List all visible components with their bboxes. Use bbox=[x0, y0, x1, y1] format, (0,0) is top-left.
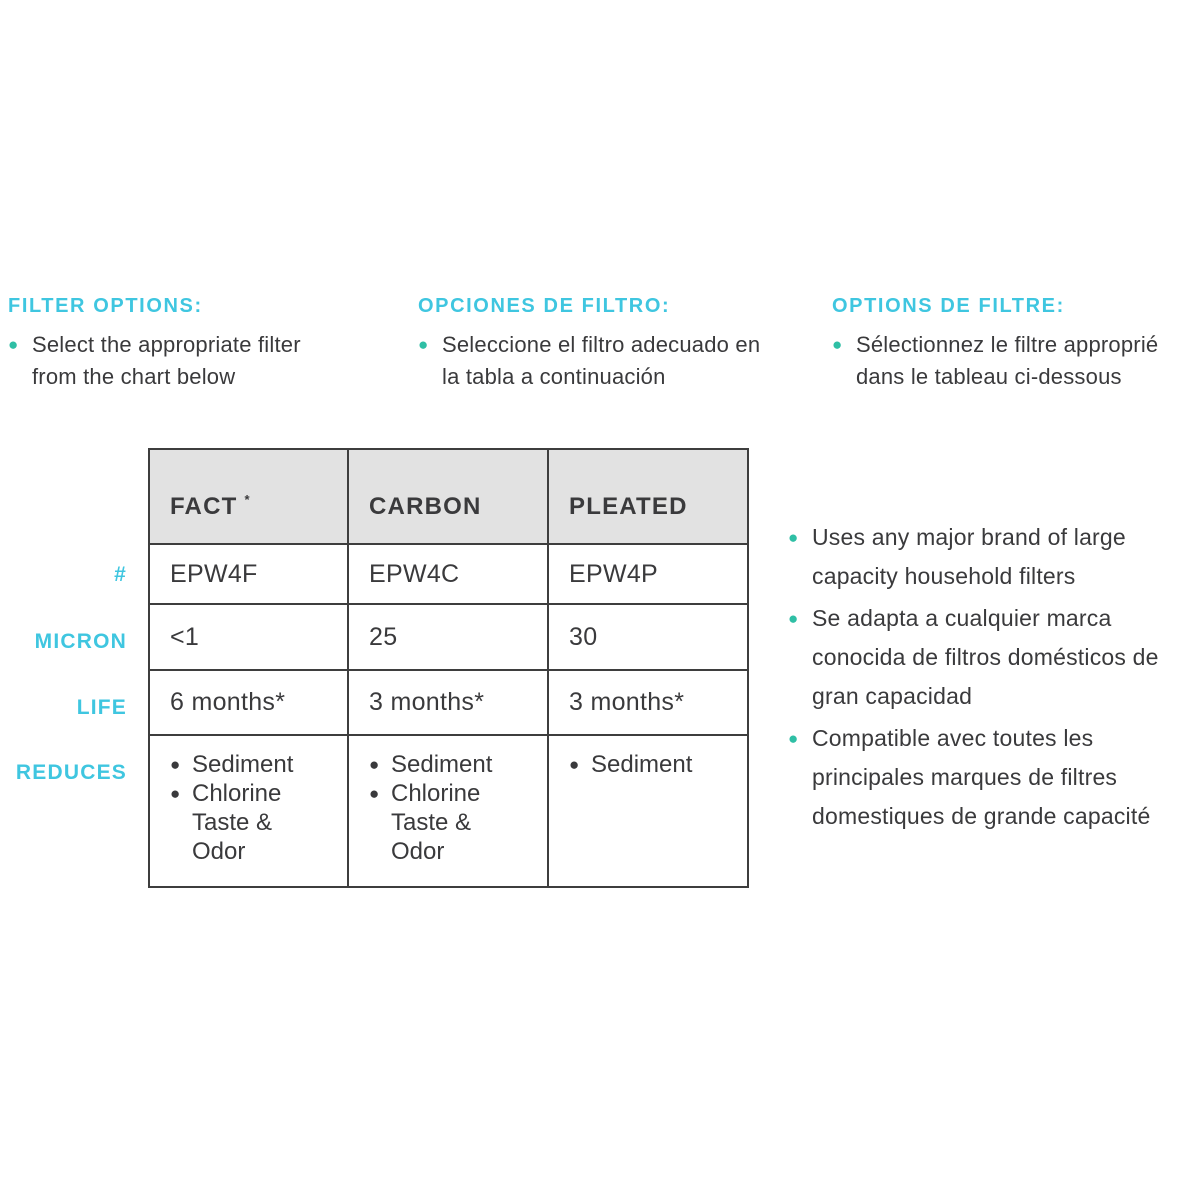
row-label-life: LIFE bbox=[76, 696, 127, 719]
reduces-list-item: ● Sediment bbox=[170, 750, 347, 779]
cell-number-carbon: EPW4C bbox=[347, 543, 547, 603]
note-text: Se adapta a cualquier marca conocida de … bbox=[812, 605, 1159, 709]
compatibility-notes: ● Uses any major brand of large capacity… bbox=[788, 518, 1168, 839]
section-spanish: OPCIONES DE FILTRO: ● Seleccione el filt… bbox=[418, 295, 767, 393]
filter-comparison-table: FACT * CARBON PLEATED EPW4F EPW4C EPW4P … bbox=[148, 448, 749, 888]
reduces-item-text: Sediment bbox=[391, 751, 493, 778]
cell-micron-pleated: 30 bbox=[547, 603, 747, 669]
cell-number-pleated: EPW4P bbox=[547, 543, 747, 603]
section-english: FILTER OPTIONS: ● Select the appropriate… bbox=[8, 295, 344, 393]
section-bullet-text: Sélectionnez le filtre approprié dans le… bbox=[856, 332, 1159, 389]
bullet-dot-icon: ● bbox=[8, 335, 19, 354]
bullet-dot-icon: ● bbox=[788, 609, 799, 628]
reduces-list-item: ● Sediment bbox=[569, 750, 747, 779]
section-heading: OPCIONES DE FILTRO: bbox=[418, 295, 671, 317]
bullet-dot-icon: ● bbox=[170, 755, 181, 774]
reduces-item-text: Sediment bbox=[192, 751, 294, 778]
column-header-pleated: PLEATED bbox=[547, 450, 747, 543]
cell-number-fact: EPW4F bbox=[150, 543, 347, 603]
bullet-dot-icon: ● bbox=[369, 755, 380, 774]
bullet-dot-icon: ● bbox=[569, 755, 580, 774]
column-header-fact: FACT * bbox=[150, 450, 347, 543]
section-bullet-text: Seleccione el filtro adecuado en la tabl… bbox=[442, 332, 761, 389]
reduces-item-text: Sediment bbox=[591, 751, 693, 778]
column-header-carbon: CARBON bbox=[347, 450, 547, 543]
cell-micron-fact: <1 bbox=[150, 603, 347, 669]
note-english: ● Uses any major brand of large capacity… bbox=[788, 518, 1168, 596]
reduces-list-item: ● Sediment bbox=[369, 750, 547, 779]
bullet-dot-icon: ● bbox=[832, 335, 843, 354]
cell-micron-carbon: 25 bbox=[347, 603, 547, 669]
reduces-item-text: Chlorine Taste & Odor bbox=[192, 780, 282, 865]
footnote-mark: * bbox=[244, 492, 251, 507]
row-label-number: # bbox=[114, 563, 127, 586]
bullet-dot-icon: ● bbox=[788, 729, 799, 748]
bullet-dot-icon: ● bbox=[418, 335, 429, 354]
reduces-list-item: ● Chlorine Taste & Odor bbox=[170, 779, 347, 866]
cell-reduces-pleated: ● Sediment bbox=[547, 734, 747, 886]
cell-reduces-fact: ● Sediment ● Chlorine Taste & Odor bbox=[150, 734, 347, 886]
section-heading: FILTER OPTIONS: bbox=[8, 295, 203, 317]
reduces-item-text: Chlorine Taste & Odor bbox=[391, 780, 481, 865]
bullet-dot-icon: ● bbox=[369, 784, 380, 803]
cell-life-pleated: 3 months* bbox=[547, 669, 747, 734]
bullet-dot-icon: ● bbox=[170, 784, 181, 803]
row-label-reduces: REDUCES bbox=[15, 761, 127, 784]
section-bullet-text: Select the appropriate filter from the c… bbox=[32, 332, 301, 389]
section-bullet: ● Seleccione el filtro adecuado en la ta… bbox=[418, 329, 767, 393]
column-header-label: CARBON bbox=[369, 493, 482, 520]
section-bullet: ● Sélectionnez le filtre approprié dans … bbox=[832, 329, 1191, 393]
note-spanish: ● Se adapta a cualquier marca conocida d… bbox=[788, 599, 1168, 716]
column-header-label: PLEATED bbox=[569, 493, 688, 520]
section-bullet: ● Select the appropriate filter from the… bbox=[8, 329, 344, 393]
bullet-dot-icon: ● bbox=[788, 528, 799, 547]
cell-reduces-carbon: ● Sediment ● Chlorine Taste & Odor bbox=[347, 734, 547, 886]
reduces-list-item: ● Chlorine Taste & Odor bbox=[369, 779, 547, 866]
cell-life-carbon: 3 months* bbox=[347, 669, 547, 734]
section-heading: OPTIONS DE FILTRE: bbox=[832, 295, 1065, 317]
row-label-micron: MICRON bbox=[34, 630, 127, 653]
note-text: Compatible avec toutes les principales m… bbox=[812, 725, 1151, 829]
note-text: Uses any major brand of large capacity h… bbox=[812, 524, 1126, 589]
note-french: ● Compatible avec toutes les principales… bbox=[788, 719, 1168, 836]
cell-life-fact: 6 months* bbox=[150, 669, 347, 734]
column-header-label: FACT bbox=[170, 493, 238, 520]
section-french: OPTIONS DE FILTRE: ● Sélectionnez le fil… bbox=[832, 295, 1191, 393]
